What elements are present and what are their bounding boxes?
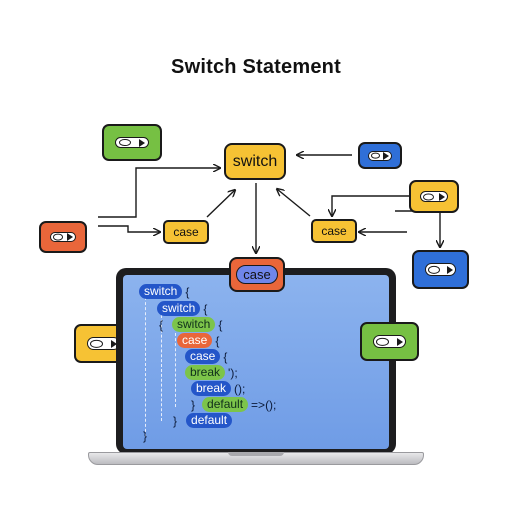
- toggle-icon: [373, 335, 406, 348]
- code-keyword: break: [191, 381, 232, 396]
- code-punct: {: [215, 333, 220, 348]
- laptop-display: switch { switch { { switch { case { case…: [123, 275, 389, 449]
- code-line-3: { switch {: [159, 317, 222, 332]
- code-punct: =>();: [251, 397, 277, 412]
- code-line-4: case {: [177, 333, 219, 348]
- code-keyword: default: [186, 413, 233, 428]
- code-line-2: switch {: [157, 301, 207, 316]
- arrow-yellow-to-case-right: [332, 195, 409, 216]
- code-line-1: switch {: [139, 284, 189, 299]
- arrow-right-branch-down: [395, 210, 440, 247]
- code-keyword: switch: [172, 317, 216, 332]
- code-punct: {: [203, 301, 208, 316]
- code-line-10: }: [143, 429, 147, 443]
- toggle-icon: [368, 150, 392, 161]
- code-keyword: case: [177, 333, 213, 348]
- toggle-card-yellow-right: [409, 180, 459, 213]
- arrow-left-to-case: [98, 225, 160, 232]
- code-keyword: switch: [139, 284, 183, 299]
- arrow-left-to-switch: [98, 168, 220, 218]
- code-punct: }: [143, 429, 148, 443]
- case-node-label: case: [236, 265, 278, 284]
- code-keyword: default: [202, 397, 249, 412]
- diagram-title: Switch Statement: [171, 56, 341, 78]
- code-punct: {: [223, 349, 228, 364]
- code-line-6: break ');: [185, 365, 238, 380]
- toggle-card-blue-right: [412, 250, 469, 289]
- toggle-icon: [424, 263, 457, 276]
- toggle-icon: [49, 231, 77, 243]
- code-punct: {: [185, 284, 190, 299]
- switch-node: switch: [224, 143, 286, 180]
- toggle-icon: [87, 337, 120, 350]
- arrow-case-to-switch: [206, 190, 235, 218]
- laptop-notch: [228, 452, 284, 456]
- toggle-icon: [420, 191, 448, 202]
- code-line-9: } default: [173, 413, 233, 428]
- toggle-card-orange-left: [39, 221, 87, 253]
- code-punct: {: [218, 317, 223, 332]
- code-keyword: break: [185, 365, 226, 380]
- toggle-icon: [115, 136, 149, 149]
- case-node-left: case: [163, 220, 209, 244]
- toggle-card-green-right: [360, 322, 419, 361]
- case-node-center: case: [229, 257, 285, 292]
- case-node-right: case: [311, 219, 357, 243]
- case-node-label: case: [173, 225, 199, 239]
- code-punct: {: [159, 317, 164, 332]
- code-line-5: case {: [185, 349, 227, 364]
- code-line-7: break ();: [191, 381, 245, 396]
- toggle-card-green-top-left: [102, 124, 162, 161]
- code-punct: }: [173, 413, 178, 428]
- toggle-card-blue-top-right: [358, 142, 402, 169]
- code-line-8: } default =>();: [191, 397, 276, 412]
- code-punct: ');: [228, 365, 238, 380]
- code-punct: ();: [234, 381, 246, 396]
- case-node-label: case: [321, 224, 347, 238]
- arrow-case-right-to-switch: [277, 189, 311, 217]
- code-keyword: case: [185, 349, 221, 364]
- code-punct: }: [191, 397, 196, 412]
- switch-node-label: switch: [232, 152, 278, 170]
- code-keyword: switch: [157, 301, 201, 316]
